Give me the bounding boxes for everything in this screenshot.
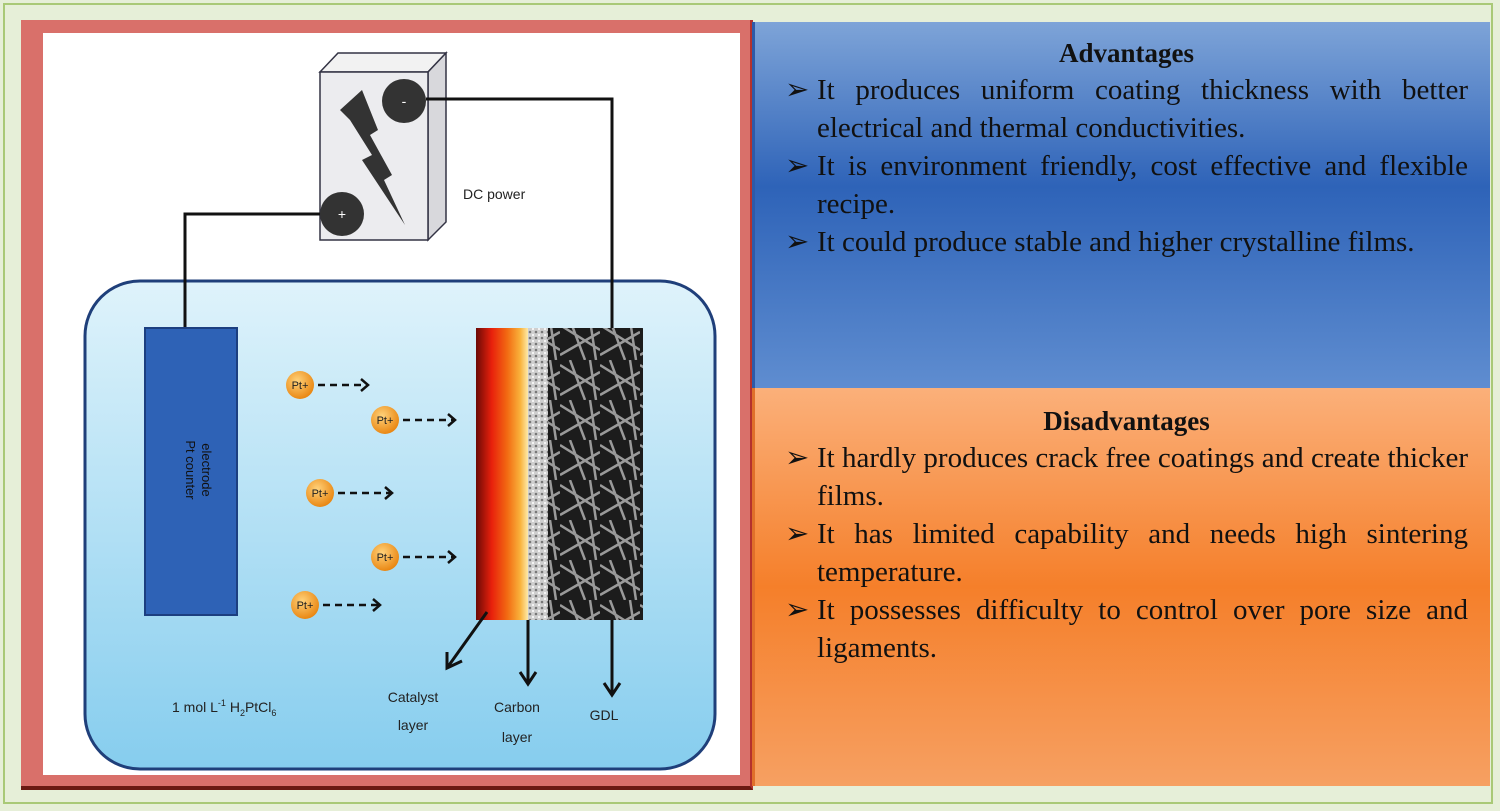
gdl-label: GDL [590,707,619,723]
label-arrows [445,611,622,698]
arrow-head-icon [447,550,457,564]
arrow-bullet-icon: ➢ [785,226,810,258]
electrodeposition-diagram: - + DC power Pt counter electrode Pt+ Pt+… [83,51,717,771]
arrow-head-icon [360,378,370,392]
electrode-label-1: Pt counter [183,440,198,500]
advantage-item: ➢It produces uniform coating thickness w… [785,71,1468,147]
arrow-bullet-icon: ➢ [785,74,810,106]
advantage-item: ➢It could produce stable and higher crys… [785,223,1468,261]
disadvantage-item: ➢It has limited capability and needs hig… [785,515,1468,591]
wire-negative [426,97,614,328]
catalyst-label-2: layer [398,717,429,733]
pt-ion: Pt+ [291,591,382,619]
disadvantage-item: ➢It hardly produces crack free coatings … [785,439,1468,515]
dc-power-supply [318,51,448,242]
carbon-label-2: layer [502,729,533,745]
ion-label: Pt+ [292,380,309,392]
disadvantage-item: ➢It possesses difficulty to control over… [785,591,1468,667]
arrow-bullet-icon: ➢ [785,594,810,626]
ion-label: Pt+ [312,488,329,500]
catalyst-label-1: Catalyst [388,689,439,705]
dc-power-label: DC power [463,186,526,202]
positive-terminal [320,192,364,236]
gdl-layer [548,328,643,620]
arrow-head-icon [447,413,457,427]
arrow-bullet-icon: ➢ [785,150,810,182]
pt-ion: Pt+ [306,479,394,507]
advantages-panel: Advantages ➢It produces uniform coating … [752,22,1490,388]
catalyst-layer [476,328,528,620]
lightning-icon [340,90,405,225]
negative-terminal [382,79,426,123]
electrode-label-2: electrode [199,443,214,496]
electrolyte-label: 1 mol L-1 H2PtCl6 [172,698,276,718]
carbon-label-1: Carbon [494,699,540,715]
disadvantages-title: Disadvantages [1043,406,1210,436]
wire-positive [183,212,320,328]
advantage-item: ➢It is environment friendly, cost effect… [785,147,1468,223]
arrow-bullet-icon: ➢ [785,442,810,474]
carbon-layer [528,328,548,620]
arrow-bullet-icon: ➢ [785,518,810,550]
minus-sign: - [402,93,407,109]
ion-label: Pt+ [297,600,314,612]
outer-border [3,3,1493,804]
arrow-head-icon [384,486,394,500]
pt-ion: Pt+ [371,406,457,434]
advantages-title: Advantages [1058,38,1194,68]
pt-ion: Pt+ [286,371,370,399]
disadvantages-panel: Disadvantages ➢It hardly produces crack … [752,388,1490,786]
pt-ion: Pt+ [371,543,457,571]
pt-counter-electrode [144,327,238,616]
arrow-head-icon [372,598,382,612]
ion-label: Pt+ [377,415,394,427]
plus-sign: + [338,206,346,222]
ion-label: Pt+ [377,552,394,564]
